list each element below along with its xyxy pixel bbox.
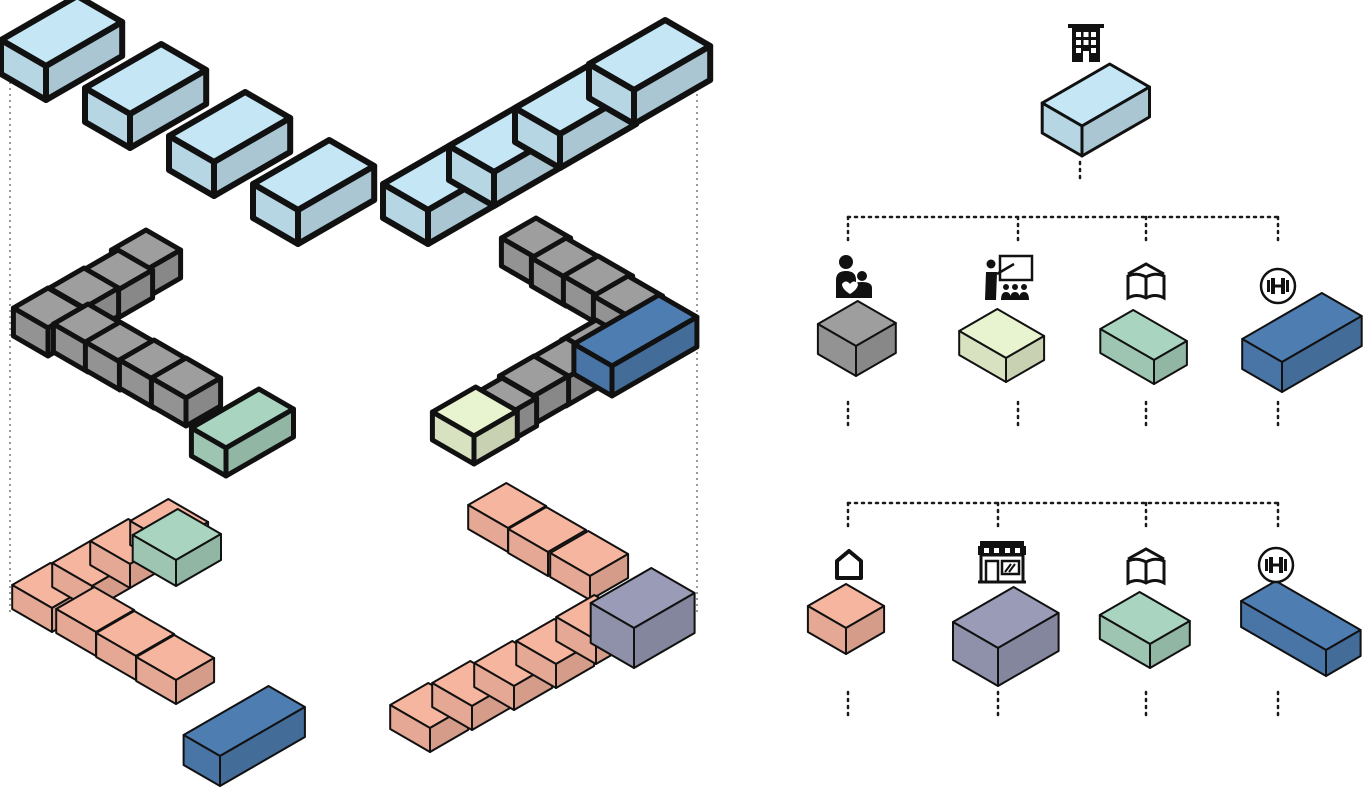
care-person-icon	[836, 255, 872, 298]
legend-tree-connectors	[846, 160, 1280, 720]
residential-block	[586, 17, 714, 127]
gym-legend-block	[1240, 580, 1362, 677]
residential-block	[166, 89, 294, 199]
teacher-presentation-icon	[985, 254, 1034, 300]
dumbbell-icon	[1257, 546, 1295, 584]
classroom-legend-block	[958, 308, 1046, 383]
library-legend-block	[1099, 309, 1188, 385]
gym-legend-block	[1241, 292, 1363, 393]
dumbbell-icon	[1259, 267, 1297, 305]
residential-block	[250, 137, 378, 247]
storefront-icon	[978, 541, 1026, 584]
common-block	[148, 355, 224, 429]
gym-block	[182, 685, 306, 787]
open-book-icon	[1126, 547, 1166, 586]
housing-legend-block	[806, 583, 886, 655]
housing-unit	[549, 530, 630, 601]
library-block	[188, 386, 296, 479]
residential-legend-block	[1040, 62, 1151, 158]
housing-unit	[135, 634, 216, 705]
shop-block	[589, 567, 696, 669]
residential-block	[82, 41, 210, 151]
shop-legend-block	[952, 586, 1060, 687]
gym-block	[571, 292, 700, 399]
library-legend-block	[1098, 591, 1191, 669]
open-book-icon	[1126, 262, 1166, 301]
residential-block	[0, 0, 126, 103]
common-legend-block	[816, 300, 897, 377]
apartment-building-icon	[1068, 24, 1104, 62]
classroom-block	[429, 384, 520, 467]
house-outline-icon	[835, 549, 863, 580]
library-block	[131, 508, 222, 587]
